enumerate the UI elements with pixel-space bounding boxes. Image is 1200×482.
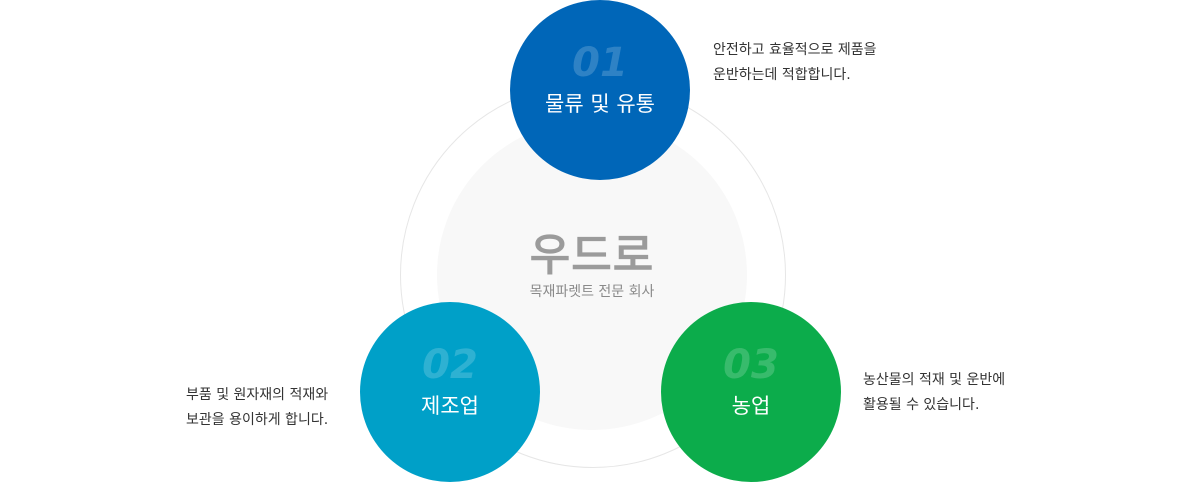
description-line: 농산물의 적재 및 운반에 [863, 372, 1006, 388]
description-line: 활용될 수 있습니다. [863, 397, 980, 413]
manufacturing-circle: 02 제조업 [360, 302, 540, 482]
item-label: 물류 및 유통 [545, 92, 655, 116]
company-name: 우드로 [529, 230, 655, 281]
item-number: 02 [422, 342, 478, 388]
item-number: 01 [572, 40, 628, 86]
item-label: 농업 [731, 394, 771, 418]
description-line: 보관을 용이하게 합니다. [186, 412, 329, 428]
description-line: 운반하는데 적합합니다. [713, 67, 851, 83]
agriculture-circle: 03 농업 [661, 302, 841, 482]
description-line: 부품 및 원자재의 적재와 [186, 387, 329, 403]
logistics-description: 안전하고 효율적으로 제품을 운반하는데 적합합니다. [713, 38, 876, 88]
item-label: 제조업 [421, 394, 479, 418]
agriculture-description: 농산물의 적재 및 운반에 활용될 수 있습니다. [863, 368, 1005, 418]
description-line: 안전하고 효율적으로 제품을 [713, 42, 877, 58]
company-tagline: 목재파렛트 전문 회사 [529, 284, 655, 300]
logistics-circle: 01 물류 및 유통 [510, 0, 690, 180]
item-number: 03 [723, 342, 779, 388]
manufacturing-description: 부품 및 원자재의 적재와 보관을 용이하게 합니다. [186, 383, 328, 433]
